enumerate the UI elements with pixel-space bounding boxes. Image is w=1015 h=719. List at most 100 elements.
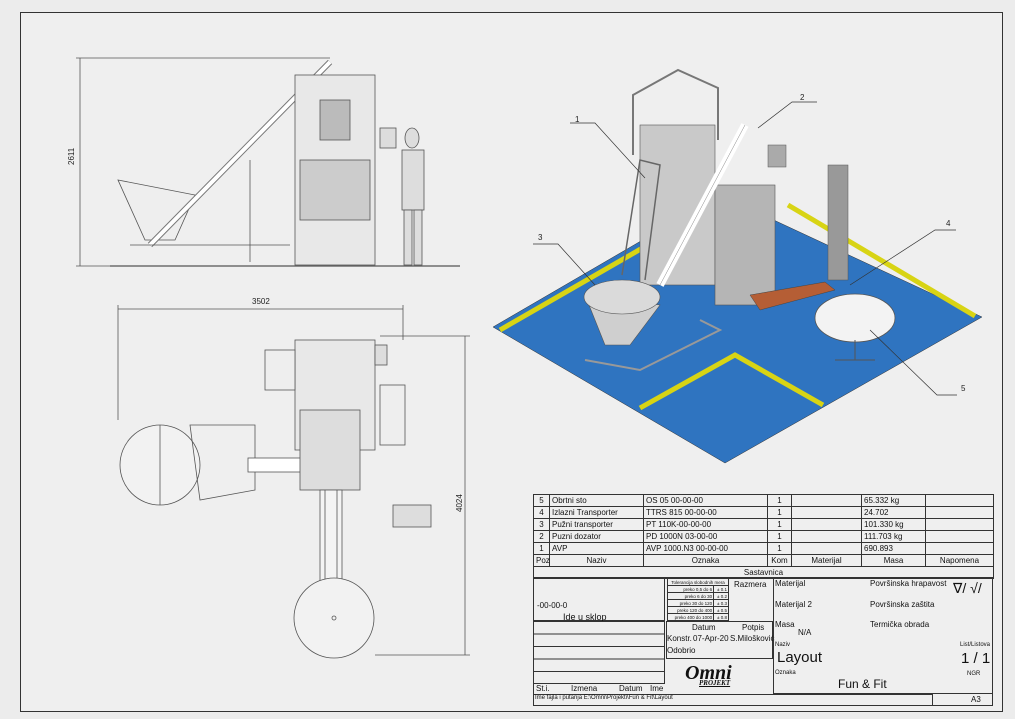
tolerance-cell: ± 0.3 xyxy=(713,599,729,607)
bom-cell-materijal xyxy=(791,506,862,519)
bom-cell-masa: 65.332 kg xyxy=(861,494,926,507)
tolerance-title: Tolerancija slobodnih mera xyxy=(667,578,729,586)
razmera-label: Razmera xyxy=(734,580,767,589)
header-oznaka: Oznaka xyxy=(643,554,768,567)
konstr-label: Konstr. xyxy=(667,634,692,643)
tolerance-cell: preko 30 do 120 xyxy=(666,599,715,607)
isometric-view xyxy=(492,68,983,464)
termicka-label: Termička obrada xyxy=(870,620,930,629)
tolerance-cell: preko 400 do 1000 xyxy=(666,613,715,621)
roughness-symbol-icon: ∇/ √/ xyxy=(953,580,982,596)
bom-cell-materijal xyxy=(791,518,862,531)
bom-cell-poz: 2 xyxy=(533,530,550,543)
bom-cell-naziv: Izlazni Transporter xyxy=(549,506,644,519)
header-kom: Kom xyxy=(767,554,792,567)
tolerance-cell: preko 6 do 30 xyxy=(666,592,715,600)
hrapavost-label: Površinska hrapavost xyxy=(870,579,947,588)
dimension-width-top: 3502 xyxy=(252,297,270,306)
rev-header-sti: St.i. xyxy=(536,684,550,693)
rev-header-ime: Ime xyxy=(650,684,664,693)
datum-label: Datum xyxy=(692,623,716,632)
bom-cell-materijal xyxy=(791,494,862,507)
list-label: List/Listova xyxy=(960,642,991,648)
bom-cell-naziv: Obrtni sto xyxy=(549,494,644,507)
dimension-height-side: 2611 xyxy=(67,147,76,165)
bom-cell-kom: 1 xyxy=(767,506,792,519)
bom-header-row: Poz Naziv Oznaka Kom Materijal Masa Napo… xyxy=(533,554,994,567)
part-code: -00-00-0 xyxy=(537,601,568,610)
dimension-height-top: 4024 xyxy=(455,494,464,512)
callout-2: 2 xyxy=(800,93,805,102)
bom-cell-materijal xyxy=(791,530,862,543)
tolerance-cell: ± 0.1 xyxy=(713,585,729,593)
side-view xyxy=(76,57,460,267)
callout-3: 3 xyxy=(538,233,543,242)
konstr-date: 07-Apr-20 xyxy=(693,634,729,643)
tolerance-cell: ± 0.8 xyxy=(713,613,729,621)
bom-cell-oznaka: PT 110K-00-00-00 xyxy=(643,518,768,531)
bom-cell-oznaka: PD 1000N 03-00-00 xyxy=(643,530,768,543)
header-naziv: Naziv xyxy=(549,554,644,567)
bom-cell-poz: 4 xyxy=(533,506,550,519)
masa-value: N/A xyxy=(798,628,812,637)
bom-cell-napomena xyxy=(925,506,994,519)
paper-format: A3 xyxy=(971,695,981,704)
potpis-label: Potpis xyxy=(742,623,765,632)
file-row xyxy=(533,694,933,706)
revision-grid xyxy=(533,621,665,684)
bom-cell-masa: 101.330 kg xyxy=(861,518,926,531)
material-box xyxy=(773,577,993,694)
tolerance-row: preko 6 do 30± 0.2 xyxy=(666,592,729,600)
materijal2-label: Materijal 2 xyxy=(775,600,812,609)
bom-cell-kom: 1 xyxy=(767,494,792,507)
bom-cell-napomena xyxy=(925,518,994,531)
header-poz: Poz xyxy=(533,554,550,567)
sheet-number: 1 / 1 xyxy=(961,650,991,667)
bom-cell-masa: 111.703 kg xyxy=(861,530,926,543)
tolerance-cell: preko 120 do 400 xyxy=(666,606,715,614)
bom-cell-napomena xyxy=(925,530,994,543)
bom-cell-poz: 5 xyxy=(533,494,550,507)
tolerance-cell: ± 0.2 xyxy=(713,592,729,600)
rev-header-datum: Datum xyxy=(619,684,643,693)
tolerance-row: preko 30 do 120± 0.3 xyxy=(666,599,729,607)
zastita-label: Površinska zaštita xyxy=(870,600,935,609)
bom-cell-masa: 690.893 xyxy=(861,542,926,555)
materijal-label: Materijal xyxy=(775,579,806,588)
rev-header-izmena: Izmena xyxy=(571,684,598,693)
bom-cell-oznaka: AVP 1000.N3 00-00-00 xyxy=(643,542,768,555)
masa-label: Masa xyxy=(775,620,795,629)
tolerance-cell: ± 0.5 xyxy=(713,606,729,614)
bom-cell-kom: 1 xyxy=(767,518,792,531)
konstr-signature: S.Milošković xyxy=(730,634,775,643)
bom-cell-naziv: Puzni dozator xyxy=(549,530,644,543)
file-path: E:\Omni\Projekti\Fun & Fit\Layout xyxy=(583,695,673,701)
bom-cell-naziv: Pužni transporter xyxy=(549,518,644,531)
drawing-code: Fun & Fit xyxy=(838,677,887,691)
bom-cell-kom: 1 xyxy=(767,542,792,555)
tolerance-row: preko 0,5 do 6± 0.1 xyxy=(666,585,729,593)
ide-u-sklop: Ide u sklop xyxy=(563,612,607,622)
bom-cell-oznaka: OS 05 00-00-00 xyxy=(643,494,768,507)
naziv-label: Naziv xyxy=(775,642,791,648)
header-materijal: Materijal xyxy=(791,554,862,567)
header-napomena: Napomena xyxy=(925,554,994,567)
top-view xyxy=(117,305,470,659)
tolerance-row: preko 400 do 1000± 0.8 xyxy=(666,613,729,621)
bom-cell-poz: 3 xyxy=(533,518,550,531)
sign-box xyxy=(666,621,773,659)
bom-cell-napomena xyxy=(925,494,994,507)
callout-1: 1 xyxy=(575,115,580,124)
sklop-box xyxy=(533,577,665,621)
callout-4: 4 xyxy=(946,219,951,228)
ngr-label: NGR xyxy=(967,671,981,677)
